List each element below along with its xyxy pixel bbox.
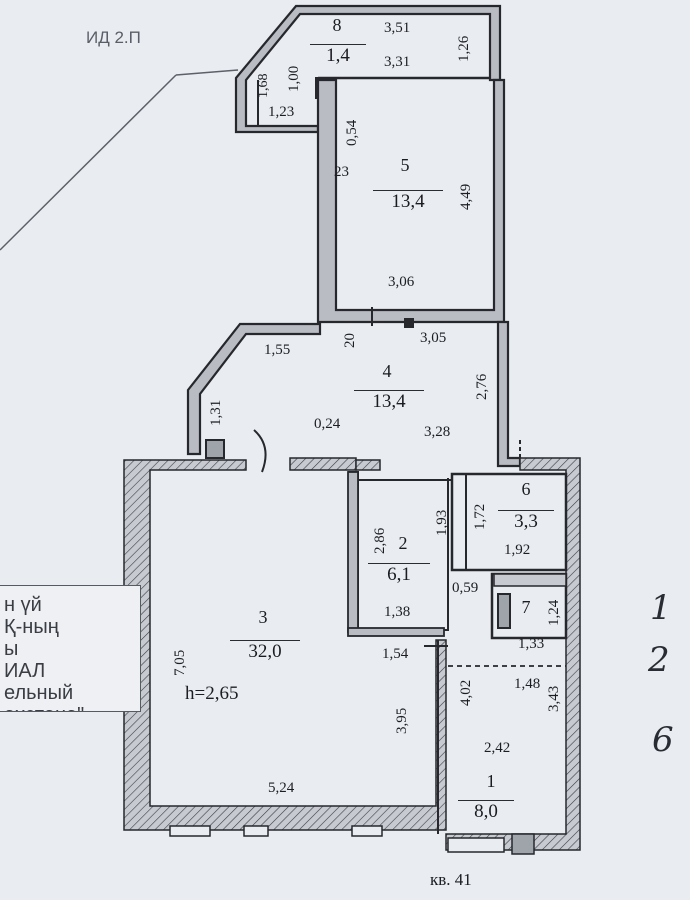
dim-20: 20	[342, 333, 358, 348]
room-5-area: 13,4	[373, 190, 443, 212]
dim-1-72: 1,72	[472, 503, 488, 530]
dim-1-31: 1,31	[208, 399, 224, 426]
room-7-number: 7	[521, 597, 531, 617]
dim-3-06: 3,06	[388, 274, 415, 290]
stamp-block: н үй Қ-ның ы ИАЛ ельный ахстана"	[0, 585, 141, 712]
dim-1-93: 1,93	[434, 509, 450, 536]
dim-5-24: 5,24	[268, 780, 295, 796]
main-top-wall	[289, 457, 357, 471]
dim-3-43: 3,43	[546, 685, 562, 712]
stamp-line: ельный	[4, 682, 74, 704]
dim-0-24: 0,24	[314, 416, 341, 432]
room-6-number: 6	[521, 479, 531, 499]
room-8-area: 1,4	[310, 44, 366, 66]
dim-3-51: 3,51	[384, 20, 411, 36]
dim-1-38: 1,38	[384, 604, 411, 620]
stamp-line: ИАЛ	[4, 660, 46, 682]
room-6-area: 3,3	[498, 510, 554, 532]
window	[351, 825, 383, 837]
stamp-line: н үй	[4, 594, 42, 616]
room-5-walls	[316, 78, 506, 324]
dim-1-26: 1,26	[456, 35, 472, 62]
main-walls	[123, 459, 447, 831]
room-4-walls	[186, 322, 322, 456]
apartment-label: кв. 41	[430, 870, 472, 889]
room-4-number: 4	[382, 361, 392, 381]
dim-2-42: 2,42	[484, 740, 511, 756]
dim-7-05: 7,05	[172, 649, 188, 676]
dim-3-05: 3,05	[420, 330, 447, 346]
dim-1-33: 1,33	[518, 636, 545, 652]
door-arc	[253, 429, 267, 473]
dim-1-23: 1,23	[268, 104, 295, 120]
handwriting-mark: 6	[652, 720, 674, 760]
dim-3-31: 3,31	[384, 54, 411, 70]
partition	[347, 627, 445, 637]
dim-1-55: 1,55	[264, 342, 291, 358]
column	[497, 593, 511, 629]
dim-0-54: 0,54	[344, 119, 360, 146]
room-2-number: 2	[398, 533, 408, 553]
window	[447, 837, 505, 853]
dim-1-92: 1,92	[504, 542, 531, 558]
column	[404, 318, 414, 328]
room-3-number: 3	[258, 607, 268, 627]
window	[243, 825, 269, 837]
room-2-area: 6,1	[368, 563, 430, 585]
ceiling-height-note: h=2,65	[185, 683, 239, 704]
corner-mark: ИД 2.П	[86, 28, 141, 47]
main-top-wall-2	[355, 459, 381, 471]
dim-1-48: 1,48	[514, 676, 541, 692]
room-8-number: 8	[332, 15, 342, 35]
handwriting-mark: 2	[648, 640, 670, 680]
partition	[347, 471, 359, 633]
dim-1-00: 1,00	[286, 65, 302, 92]
stamp-line: Қ-ның	[4, 616, 59, 638]
dim-3-95: 3,95	[394, 707, 410, 734]
room-1-number: 1	[486, 771, 496, 791]
window	[169, 825, 211, 837]
room-4-area: 13,4	[354, 390, 424, 412]
sheet-line	[175, 69, 239, 76]
dim-4-49: 4,49	[458, 183, 474, 210]
dim-1-24: 1,24	[546, 599, 562, 626]
room-4-right-wall	[496, 320, 522, 468]
window	[511, 833, 535, 855]
dim-0-59: 0,59	[452, 580, 479, 596]
stamp-line: ы	[4, 638, 19, 660]
dim-2-76: 2,76	[474, 373, 490, 400]
room-3-area: 32,0	[230, 640, 300, 662]
dim-1-68: 1,68	[256, 73, 271, 99]
dim-3-28: 3,28	[424, 424, 451, 440]
room-5-number: 5	[400, 155, 410, 175]
sheet-line	[0, 74, 177, 251]
room-1-area: 8,0	[458, 800, 514, 822]
handwriting-mark: 1	[650, 588, 672, 628]
column	[205, 439, 225, 459]
stamp-line: ахстана"	[4, 704, 84, 711]
dim-4-02: 4,02	[458, 679, 474, 706]
dim-23: 23	[334, 164, 349, 180]
column	[493, 573, 567, 587]
room-6-walls	[450, 472, 568, 572]
dim-1-54: 1,54	[382, 646, 409, 662]
dim-2-86: 2,86	[372, 527, 388, 554]
